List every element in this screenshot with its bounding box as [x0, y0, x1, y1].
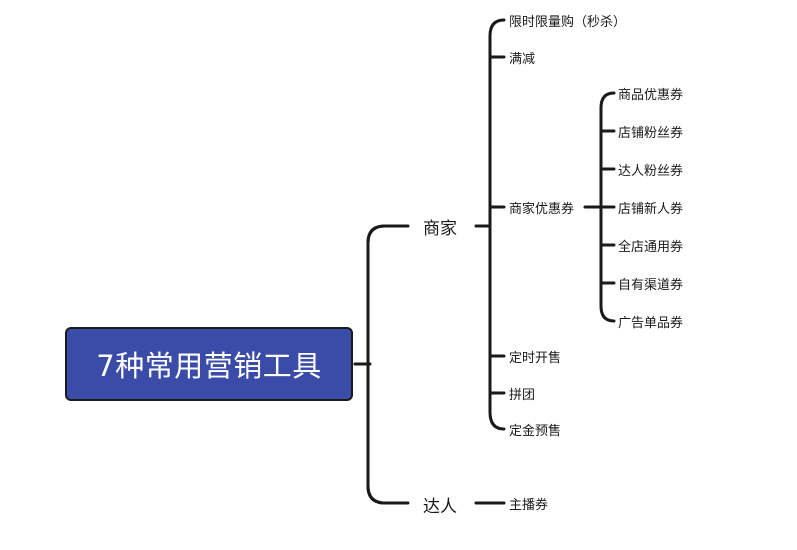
branch-influencer: 达人: [423, 497, 457, 517]
node-store-newcomer-coupon: 店铺新人券: [618, 202, 684, 217]
node-own-channel-coupon: 自有渠道券: [618, 278, 684, 293]
node-flash-sale: 限时限量购（秒杀）: [509, 15, 627, 30]
root-node: 7种常用营销工具: [65, 327, 353, 401]
node-full-reduction: 满减: [509, 52, 536, 67]
node-scheduled-sale: 定时开售: [509, 351, 562, 366]
node-influencer-fan-coupon: 达人粉丝券: [618, 164, 684, 179]
branch-merchant: 商家: [423, 219, 457, 239]
connector-coupon-children: [599, 91, 616, 323]
connector-to-influencer: [366, 484, 410, 505]
connector-to-merchant: [366, 224, 410, 245]
node-merchant-coupon: 商家优惠券: [509, 202, 575, 217]
node-group-buy: 拼团: [509, 388, 536, 403]
node-host-coupon: 主播券: [509, 498, 549, 513]
node-ad-item-coupon: 广告单品券: [618, 316, 684, 331]
node-storewide-coupon: 全店通用券: [618, 240, 684, 255]
connector-merchant-children: [488, 18, 506, 431]
node-store-fan-coupon: 店铺粉丝券: [618, 126, 684, 141]
node-product-coupon: 商品优惠券: [618, 88, 684, 103]
node-deposit-presale: 定金预售: [509, 424, 562, 439]
